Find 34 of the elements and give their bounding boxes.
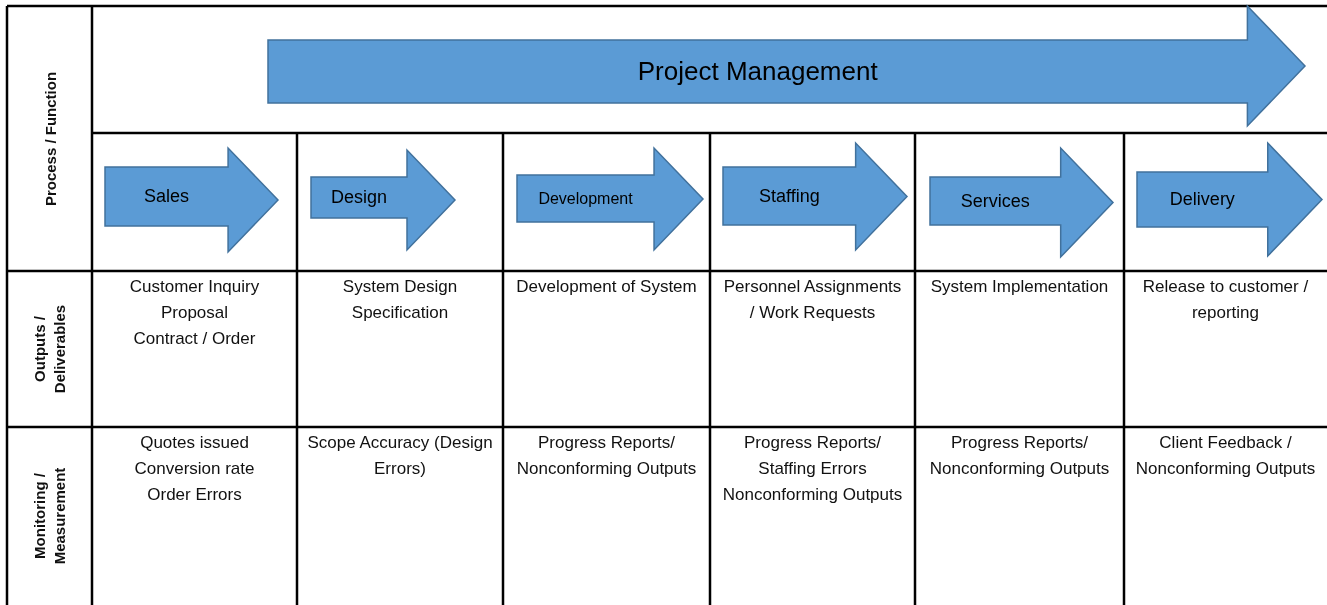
arrow-label: Project Management [636,55,879,88]
row-header: Monitoring / Measurement [30,466,69,567]
cell-text: Quotes issued [140,432,249,454]
arrow-shape [105,148,278,252]
cell-text: System Implementation [930,276,1109,298]
arrow-shape [930,148,1113,257]
arrow-label: Services [959,189,1031,213]
cell-text: Contract / Order [133,328,256,350]
cell-text: Development of System [516,276,697,298]
cell-text: Personnel Assignments / Work Requests [722,276,903,324]
row-header: Process / Function [40,70,59,208]
cell-text: Progress Reports/ Nonconforming Outputs [928,432,1111,480]
cell-text: Progress Reports/ Nonconforming Outputs [515,432,698,480]
arrow-shape [268,6,1305,126]
cell-text: Proposal [160,302,229,324]
arrow-label: Sales [143,185,191,208]
cell-text: Nonconforming Outputs [722,484,903,506]
cell-text: Client Feedback / Nonconforming Outputs [1134,432,1317,480]
cell-text: Customer Inquiry [129,276,260,298]
cell-text: Scope Accuracy (Design Errors) [307,432,493,480]
arrow-shape [1137,143,1322,256]
cell-text: Release to customer / reporting [1141,276,1310,324]
arrow-label: Delivery [1168,188,1236,211]
arrow-label: Design [330,186,388,209]
arrow-label: Development [537,188,634,209]
arrow-shape [517,148,703,250]
arrow-shape [311,150,455,250]
cell-text: Order Errors [147,484,242,506]
row-header: Outputs / Deliverables [30,303,69,396]
arrow-shape [723,143,907,250]
cell-text: System Design Specification [341,276,459,324]
arrow-label: Staffing [757,184,821,208]
cell-text: Progress Reports/ Staffing Errors [743,432,882,480]
cell-text: Conversion rate [134,458,255,480]
